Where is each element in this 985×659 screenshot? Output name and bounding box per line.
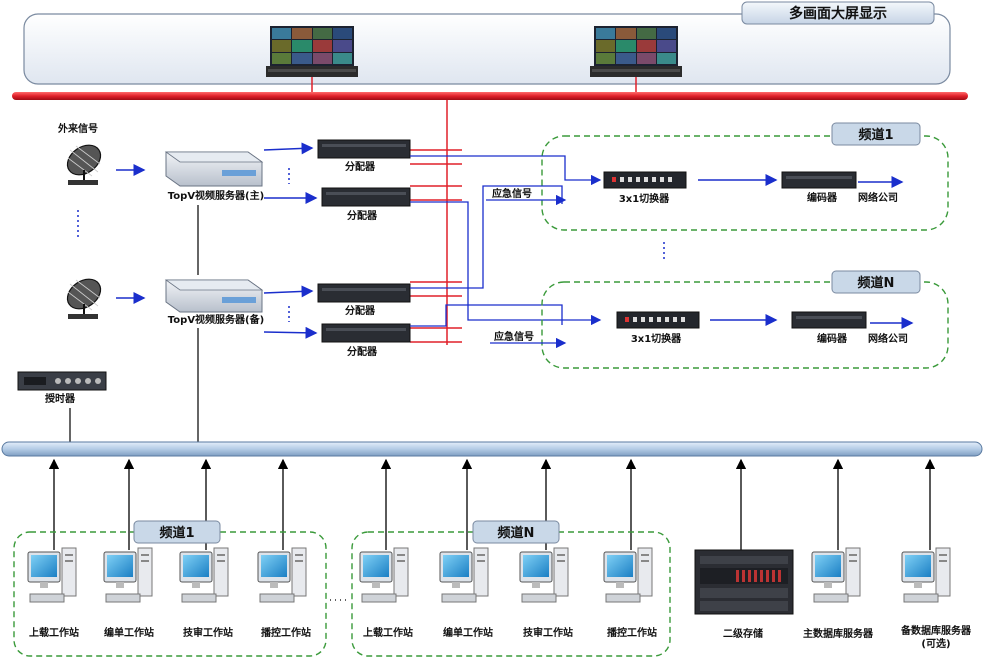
encoder-device: [791, 311, 867, 329]
switcher-label: 3x1切换器: [619, 192, 670, 205]
distributor-label: 分配器: [345, 160, 376, 173]
edit-workstation-label: 编单工作站: [443, 626, 493, 639]
backup-db-server-label: 备数据库服务器: [900, 624, 972, 637]
database-server-icon: [901, 547, 951, 603]
playout-workstation-label: 播控工作站: [607, 626, 657, 639]
network-company-label: 网络公司: [868, 332, 908, 345]
backup-db-optional-label: (可选): [921, 637, 950, 650]
distributor-device: [317, 139, 411, 159]
video-server-main: [164, 151, 264, 187]
clock-label: 授时器: [45, 392, 76, 405]
workstation-computer-icon: [179, 547, 229, 603]
satellite-dish-icon: [66, 278, 102, 319]
edit-workstation-label: 编单工作站: [104, 626, 154, 639]
distributor-to-switcher-lines: [410, 155, 602, 327]
switcher-label: 3x1切换器: [631, 332, 682, 345]
workstation-computer-icon: [359, 547, 409, 603]
external-signal-label: 外来信号: [57, 122, 98, 135]
encoder-label: 编码器: [807, 191, 838, 204]
playout-workstation-label: 播控工作站: [261, 626, 311, 639]
switcher-device: [616, 311, 700, 329]
distributor-device: [321, 187, 411, 207]
workstation-computer-icon: [519, 547, 569, 603]
review-workstation-label: 技审工作站: [183, 626, 233, 639]
database-server-icon: [811, 547, 861, 603]
encoder-device: [781, 171, 857, 189]
distributor-label: 分配器: [347, 209, 378, 222]
display-monitor-right-icon: [590, 26, 682, 77]
workstation-group-n: 频道N: [351, 520, 671, 657]
distributor-label: 分配器: [347, 345, 378, 358]
emergency-signal-label: 应急信号: [494, 330, 534, 343]
channel-1-group: 频道1: [541, 122, 949, 231]
satellite-dish-icon: [66, 144, 102, 185]
workstation-group-1: 频道1: [13, 520, 327, 657]
workstation-computer-icon: [103, 547, 153, 603]
main-db-server-label: 主数据库服务器: [803, 627, 874, 640]
switcher-device: [603, 171, 687, 189]
distributor-label: 分配器: [345, 304, 376, 317]
emergency-signal-label: 应急信号: [492, 187, 532, 200]
workstation-computer-icon: [439, 547, 489, 603]
distributor-device: [321, 323, 411, 343]
display-monitor-left-icon: [266, 26, 358, 77]
video-wall-title: 多画面大屏显示: [789, 5, 887, 22]
channel-n-title: 频道N: [858, 275, 895, 291]
network-company-label: 网络公司: [858, 191, 898, 204]
clock-device: [17, 371, 107, 391]
ingest-workstation-label: 上载工作站: [363, 626, 413, 639]
workstation-group-1-title: 频道1: [159, 525, 194, 541]
ingest-workstation-label: 上载工作站: [29, 626, 79, 639]
workstation-computer-icon: [257, 547, 307, 603]
channel-n-group: 频道N: [541, 270, 949, 369]
video-server-backup-label: TopV视频服务器(备): [168, 313, 264, 326]
network-bus-blue: [1, 441, 983, 457]
encoder-label: 编码器: [817, 332, 848, 345]
server-output-arrows: [263, 142, 318, 339]
video-bus-red: [12, 92, 968, 100]
video-bus-taps: [410, 100, 462, 345]
storage-array-icon: [694, 549, 794, 615]
workstation-computer-icon: [603, 547, 653, 603]
secondary-storage-label: 二级存储: [723, 627, 763, 640]
distributor-device: [317, 283, 411, 303]
channel-1-title: 频道1: [858, 127, 893, 143]
video-server-main-label: TopV视频服务器(主): [168, 189, 264, 202]
workstation-computer-icon: [27, 547, 77, 603]
workstation-group-n-title: 频道N: [498, 525, 535, 541]
review-workstation-label: 技审工作站: [523, 626, 573, 639]
video-server-backup: [164, 279, 264, 313]
video-wall-panel: 多画面大屏显示: [23, 1, 951, 92]
